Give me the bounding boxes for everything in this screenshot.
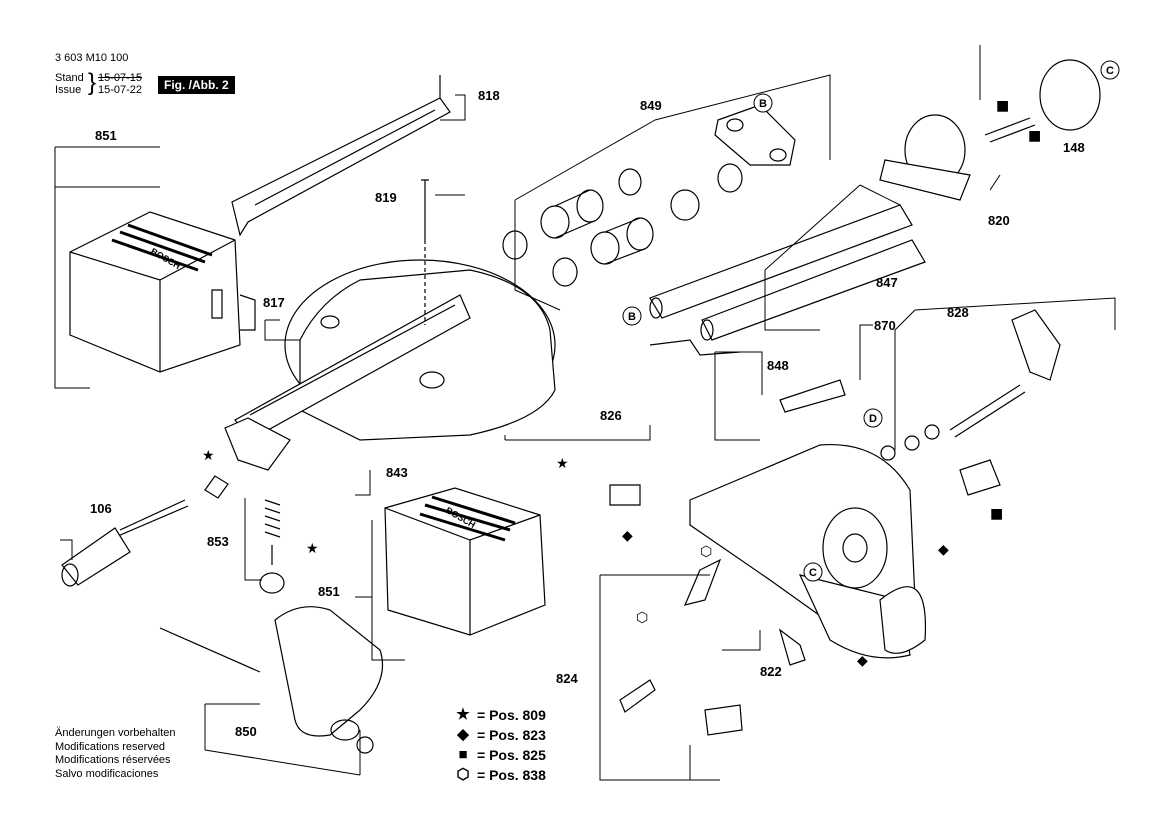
legend-text: = Pos. 825: [477, 747, 546, 763]
guide-arm: [224, 294, 471, 471]
legend-row: ◆ = Pos. 823: [455, 725, 546, 745]
stand-label: Stand: [55, 72, 84, 84]
callout-letter: C: [1106, 65, 1114, 77]
part-label: 148: [1063, 140, 1085, 155]
part-label: 851: [95, 128, 117, 143]
lever-828: [880, 309, 1061, 461]
issue-date: 15-07-22: [98, 84, 143, 96]
legend-text: = Pos. 809: [477, 707, 546, 723]
modification-notes: Änderungen vorbehalten Modifications res…: [55, 727, 175, 781]
hexagon-icon: ⬡: [636, 610, 648, 626]
legend: ★ = Pos. 809 ◆ = Pos. 823 ■ = Pos. 825 ⬡ = P…: [455, 705, 546, 785]
legend-row: ★ = Pos. 809: [455, 705, 546, 725]
diamond-icon: ◆: [622, 528, 633, 544]
callout-letter: D: [869, 413, 877, 425]
stand-date: 15-07-15: [98, 72, 143, 84]
part-label: 822: [760, 664, 782, 679]
small-parts: [609, 339, 1001, 736]
part-label: 106: [90, 501, 112, 516]
part-label: 847: [876, 275, 898, 290]
rods-847: [649, 204, 926, 341]
part-label: 828: [947, 305, 969, 320]
part-label: 851: [318, 584, 340, 599]
gear-housing: [689, 443, 927, 659]
spring-853: [259, 499, 285, 594]
callout-letters: B B C C D: [622, 60, 1120, 582]
square-icon: ■: [996, 98, 1009, 114]
leader-lines: [54, 45, 1116, 781]
legend-row: ■ = Pos. 825: [455, 745, 546, 765]
part-label: 870: [874, 318, 896, 333]
knob-106: [61, 475, 229, 587]
doc-number: 3 603 M10 100: [55, 52, 129, 64]
square-icon: ■: [458, 746, 468, 763]
rail-818: [231, 75, 451, 237]
note-line: Änderungen vorbehalten: [55, 727, 176, 739]
star-icon: ★: [456, 706, 470, 723]
part-label: 818: [478, 88, 500, 103]
part-label: 824: [556, 671, 578, 686]
handle-850: [159, 606, 384, 754]
blade-guard-cap: [879, 59, 1101, 201]
position-markers: ★ ★ ★ ◆ ◆ ◆ ■ ■ ■ ⬡ ⬡: [202, 98, 1041, 669]
part-label: 843: [386, 465, 408, 480]
issue-label: Issue: [55, 84, 82, 96]
star-icon: ★: [306, 541, 319, 557]
bushings-849: [502, 104, 796, 287]
star-icon: ★: [556, 456, 569, 472]
brace: }: [88, 69, 97, 96]
part-label: 849: [640, 98, 662, 113]
callout-letter: C: [809, 567, 817, 579]
part-label: 853: [207, 534, 229, 549]
legend-row: ⬡ = Pos. 838: [455, 765, 546, 785]
note-line: Modifications réservées: [55, 754, 171, 766]
diamond-icon: ◆: [857, 653, 868, 669]
note-line: Salvo modificaciones: [55, 767, 159, 780]
square-icon: ■: [990, 506, 1003, 522]
screw-819: [421, 179, 429, 240]
part-label: 850: [235, 724, 257, 739]
part-label: 826: [600, 408, 622, 423]
part-label: 848: [767, 358, 789, 373]
motor-cover-upper: BOSCH: [69, 211, 256, 373]
part-label: 817: [263, 295, 285, 310]
part-labels: 818 851 849 819 148 820 847 817 870 828 …: [90, 88, 1085, 739]
square-icon: ■: [1028, 128, 1041, 144]
callout-letter: B: [628, 311, 636, 323]
diamond-icon: ◆: [457, 726, 469, 743]
note-line: Modifications reserved: [55, 740, 166, 753]
motor-cover-lower: BOSCH: [384, 487, 546, 636]
legend-text: = Pos. 823: [477, 727, 546, 743]
star-icon: ★: [202, 448, 215, 464]
callout-letter: B: [759, 98, 767, 110]
part-label: 819: [375, 190, 397, 205]
legend-text: = Pos. 838: [477, 767, 546, 783]
hexagon-icon: ⬡: [456, 766, 470, 783]
diamond-icon: ◆: [938, 542, 949, 558]
hexagon-icon: ⬡: [700, 544, 712, 560]
part-label: 820: [988, 213, 1010, 228]
figure-label: Fig. /Abb. 2: [158, 76, 235, 94]
